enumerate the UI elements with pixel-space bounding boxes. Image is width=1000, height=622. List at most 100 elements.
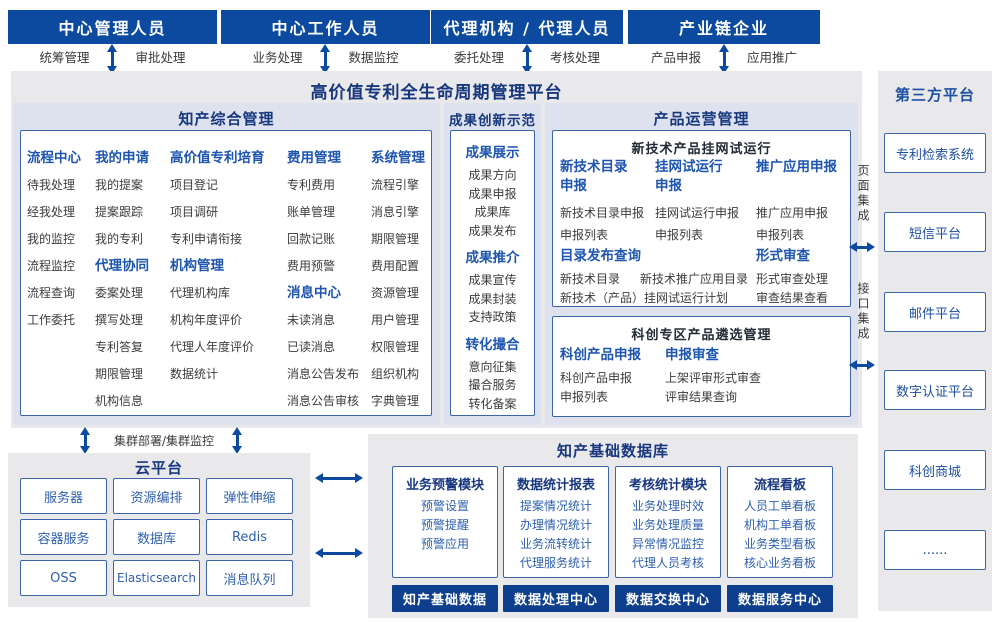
platform-title: 高价值专利全生命周期管理平台 [310, 83, 563, 103]
module-item: 预警应用 [420, 537, 469, 551]
menu-item: 专利申请衔接 [170, 232, 243, 246]
double-arrow-vertical-icon [521, 44, 533, 74]
data-bar-service-center: 数据服务中心 [727, 585, 833, 612]
menu-item: 申报列表 [756, 228, 805, 242]
role-banner-center-staff: 中心工作人员 [221, 10, 430, 44]
new-tech-trial-title: 新技术产品挂网试运行 [631, 142, 772, 157]
menu-column-process-center: 流程中心 待我处理 经我处理 我的监控 流程监控 流程查询 工作委托 [27, 145, 95, 334]
double-arrow-horizontal-icon [315, 547, 363, 559]
cloud-box-container: 容器服务 [20, 519, 107, 555]
third-party-box-patent-search: 专利检索系统 [884, 133, 986, 173]
menu-item: 申报列表 [560, 228, 609, 242]
role-tag: 应用推广 [747, 50, 798, 65]
cloud-title: 云平台 [134, 459, 183, 477]
menu-item: 流程引擎 [371, 178, 420, 192]
menu-group-header: 申报审查 [665, 347, 719, 363]
menu-item: 消息引擎 [371, 205, 420, 219]
menu-item: 代理机构库 [170, 286, 231, 300]
group-trial-run-apply: 挂网试运行申报 挂网试运行申报 申报列表 [655, 158, 740, 246]
menu-column-my-applications: 我的申请 我的提案 提案跟踪 我的专利 代理协同 委案处理 撰写处理 专利答复 … [95, 145, 169, 415]
menu-item: 我的监控 [27, 232, 76, 246]
role-banner-center-managers: 中心管理人员 [8, 10, 217, 44]
double-arrow-vertical-icon [231, 427, 243, 454]
menu-group-header: 新技术目录申报 [560, 159, 628, 194]
menu-item: 形式审查处理 [756, 272, 829, 286]
catalog-row: 新技术目录 新技术推广应用目录 [560, 270, 752, 289]
role-tag: 委托处理 [453, 50, 504, 65]
group-new-tech-catalog-apply: 新技术目录申报 新技术目录申报 申报列表 [560, 158, 645, 246]
menu-item: 期限管理 [371, 232, 420, 246]
menu-item: 消息公告审核 [287, 394, 360, 408]
role-tags: 统筹管理 审批处理 [8, 47, 217, 66]
module-item: 提案情况统计 [519, 499, 592, 513]
module-header: 考核统计模块 [628, 478, 707, 493]
third-party-box-more: ...... [884, 530, 986, 570]
menu-item: 评审结果查询 [665, 390, 738, 404]
menu-item: 成果宣传 [468, 273, 517, 287]
double-arrow-vertical-icon [106, 44, 118, 74]
menu-column-fees-messages: 费用管理 专利费用 账单管理 回款记账 费用预警 消息中心 未读消息 已读消息 … [287, 145, 369, 415]
menu-group-header: 挂网试运行申报 [655, 159, 723, 194]
menu-item: 成果方向 [468, 168, 517, 182]
module-header: 流程看板 [753, 478, 806, 493]
cloud-box-server: 服务器 [20, 478, 107, 514]
new-tech-trial-box [552, 130, 851, 307]
data-bar-exchange-center: 数据交换中心 [615, 585, 721, 612]
menu-group-header: 成果展示 [465, 145, 520, 161]
section-title-product-operation: 产品运营管理 [653, 110, 750, 128]
menu-group-header: 目录发布查询 [560, 248, 641, 264]
role-tags: 委托处理 考核处理 [431, 47, 623, 66]
menu-item: 转化备案 [468, 396, 517, 411]
cloud-box-redis: Redis [206, 519, 293, 555]
achievement-box [450, 130, 535, 416]
role-tag: 业务处理 [252, 50, 303, 65]
module-item: 业务处理质量 [631, 518, 704, 532]
module-item: 业务处理时效 [631, 499, 704, 513]
menu-item: 专利答复 [95, 340, 144, 354]
menu-item: 已读消息 [287, 340, 336, 354]
cloud-box-elastic: 弹性伸缩 [206, 478, 293, 514]
module-item: 办理情况统计 [519, 518, 592, 532]
menu-group-header: 高价值专利培育 [170, 150, 265, 166]
menu-item: 回款记账 [287, 232, 336, 246]
role-banner-enterprises: 产业链企业 [628, 10, 820, 44]
module-item: 业务流转统计 [519, 537, 592, 551]
module-item: 预警设置 [420, 499, 469, 513]
cloud-box-orchestration: 资源编排 [113, 478, 200, 514]
menu-item: 代理人年度评价 [170, 340, 255, 354]
module-item: 人员工单看板 [743, 499, 816, 513]
module-item: 预警提醒 [420, 518, 469, 532]
menu-item: 机构信息 [95, 394, 144, 408]
menu-item: 流程监控 [27, 259, 76, 273]
group-apply-review: 申报审查 上架评审形式审查 评审结果查询 [665, 345, 795, 407]
module-item: 核心业务看板 [743, 556, 816, 570]
menu-item: 资源管理 [371, 286, 420, 300]
menu-item: 组织机构 [371, 367, 420, 381]
menu-item: 新技术（产品）挂网试运行计划 [560, 291, 729, 305]
menu-item: 撮合服务 [468, 378, 517, 392]
role-tag: 审批处理 [135, 50, 186, 65]
menu-item: 挂网试运行申报 [655, 206, 740, 220]
double-arrow-horizontal-icon [849, 241, 875, 253]
double-arrow-vertical-icon [319, 44, 331, 74]
menu-group-header: 流程中心 [27, 150, 81, 166]
group-promotion-apply: 推广应用申报 推广应用申报 申报列表 [756, 158, 848, 246]
menu-item: 审查结果查看 [756, 291, 829, 305]
menu-item: 专利费用 [287, 178, 336, 192]
module-item: 业务类型看板 [743, 537, 816, 551]
role-banner-agents: 代理机构 / 代理人员 [431, 10, 623, 44]
menu-item: 项目登记 [170, 178, 219, 192]
menu-group-header: 推广应用申报 [756, 159, 837, 175]
cloud-box-oss: OSS [20, 560, 107, 596]
menu-item: 费用配置 [371, 259, 420, 273]
menu-item: 流程查询 [27, 286, 76, 300]
role-tag: 产品申报 [650, 50, 701, 65]
menu-item: 新技术目录申报 [560, 206, 645, 220]
section-title-achievement-demo: 成果创新示范 [449, 113, 536, 129]
menu-item: 新技术推广应用目录 [640, 272, 749, 286]
menu-item: 意向征集 [468, 359, 517, 374]
third-party-box-email: 邮件平台 [884, 292, 986, 332]
menu-item: 科创产品申报 [560, 371, 633, 385]
role-tags: 产品申报 应用推广 [628, 47, 820, 66]
